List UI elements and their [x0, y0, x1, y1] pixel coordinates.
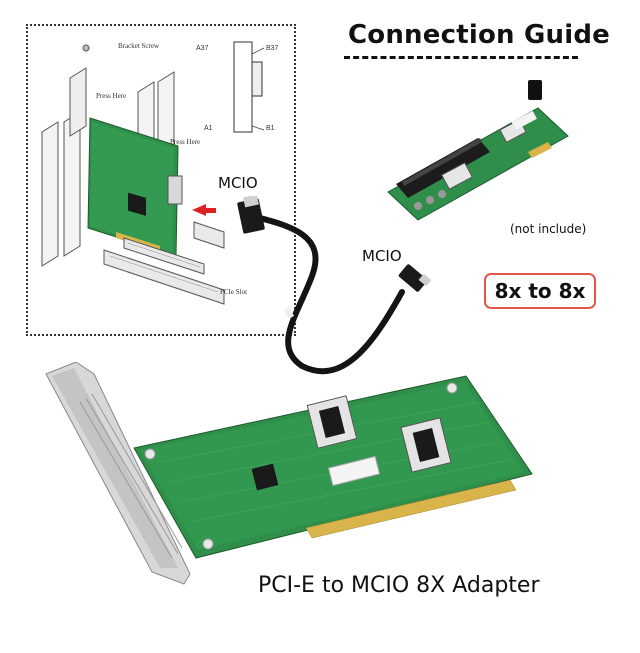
- not-included-note: (not include): [510, 222, 587, 236]
- pin-label-a37: A37: [196, 45, 209, 52]
- adapter-card-image: [45, 362, 533, 585]
- mcio-label-bottom: MCIO: [362, 247, 402, 265]
- mcio-cable-image: [237, 196, 432, 375]
- installation-diagram-frame: Bracket Screw Press Here Press Here PCIe…: [26, 24, 296, 336]
- label-press-here-right: Press Here: [170, 138, 200, 146]
- riser-board-image: [387, 80, 569, 221]
- mcio-label-top: MCIO: [218, 174, 258, 192]
- installation-diagram: Bracket Screw Press Here Press Here PCIe…: [41, 41, 279, 305]
- pin-label-a1: A1: [204, 125, 213, 132]
- label-press-here-top: Press Here: [96, 92, 126, 100]
- ratio-badge: 8x to 8x: [484, 273, 596, 309]
- pin-label-b1: B1: [266, 125, 275, 132]
- connection-guide-title: Connection Guide: [348, 20, 610, 50]
- label-pcie-slot: PCIe Slot: [220, 288, 247, 296]
- label-bracket-screw: Bracket Screw: [118, 42, 160, 50]
- product-caption: PCI-E to MCIO 8X Adapter: [258, 573, 540, 598]
- pin-label-b37: B37: [266, 45, 279, 52]
- title-dashed-underline: [344, 56, 578, 59]
